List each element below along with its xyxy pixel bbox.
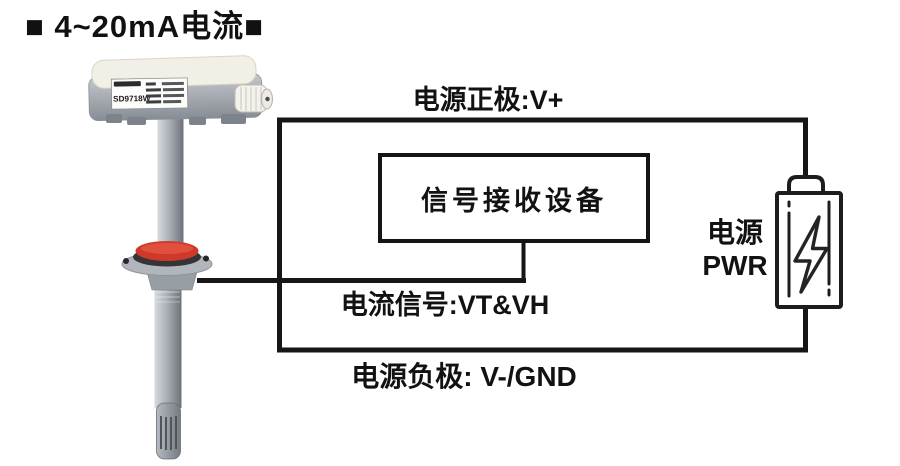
flange-screw	[203, 255, 209, 262]
sensor-probe-tube	[154, 286, 182, 408]
battery-label-cn: 电源	[706, 217, 763, 248]
gland-hole	[265, 96, 270, 102]
lightning-icon	[793, 215, 829, 294]
sensor-model-text: SD9718W	[113, 94, 151, 104]
receiver-box: 信号接收设备	[378, 153, 650, 243]
cable-gland	[234, 84, 273, 113]
battery-body	[775, 191, 843, 309]
label-logo-bar	[113, 81, 141, 87]
page-title: ■ 4~20mA电流■	[25, 9, 264, 44]
sensor-product-label: SD9718W	[110, 77, 189, 110]
battery-cap	[787, 175, 825, 196]
circuit-wires	[197, 117, 808, 353]
battery-icon	[775, 175, 843, 309]
battery-label: 电源 PWR	[692, 216, 778, 282]
label-current-signal: 电流信号:VT&VH	[340, 290, 550, 320]
sensor-pole	[157, 110, 184, 252]
flange-screw	[123, 258, 129, 264]
sensor-photo: SD9718W	[88, 55, 273, 460]
sensor-head-feet	[106, 114, 246, 125]
receiver-box-label: 信号接收设备	[421, 185, 607, 216]
battery-terminal-marks	[787, 200, 831, 298]
sensor-red-ring	[135, 241, 199, 261]
sensor-filter-tip	[156, 402, 181, 460]
label-spec-lines	[145, 81, 185, 104]
battery-label-en: PWR	[702, 250, 768, 282]
label-power-negative: 电源负极: V-/GND	[351, 361, 577, 392]
label-power-positive: 电源正极:V+	[412, 85, 564, 115]
